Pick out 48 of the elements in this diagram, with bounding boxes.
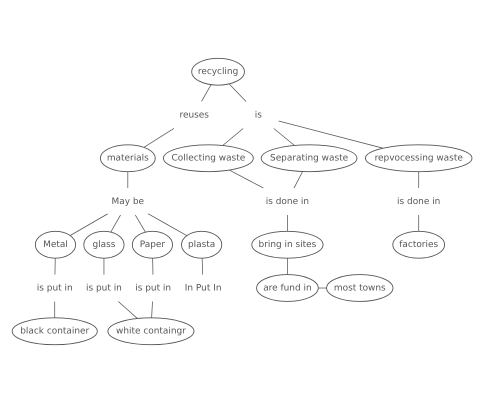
node-ellipse: recycling [190,58,244,86]
connector [228,170,264,188]
node-ellipse: Separating waste [260,144,357,172]
node-text: In Put In [184,283,221,294]
connector [54,258,56,275]
node-ellipse: materials [99,144,156,172]
connector [293,171,302,188]
node-text: is put in [86,283,122,294]
connector [150,301,152,318]
connector [286,258,288,275]
node-ellipse: white containgr [106,317,194,346]
connector [286,214,288,232]
node-ellipse: bring in sites [250,230,324,259]
connector [278,120,383,149]
node-text: reuses [178,110,208,120]
connector [69,214,108,236]
connector [418,214,419,232]
connector [272,128,294,146]
connector [418,171,419,188]
connector [54,301,55,318]
connector [103,258,104,275]
node-ellipse: glass [82,230,124,259]
node-ellipse: Paper [131,230,173,259]
node-ellipse: are fund in [256,274,318,302]
node-text: is done in [396,196,440,207]
node-text: is put in [134,283,171,294]
connector [222,128,243,146]
node-ellipse: repvocessing waste [364,144,472,172]
connector [228,84,246,102]
connector [147,213,187,236]
node-ellipse: Metal [34,230,76,259]
connector [110,214,120,232]
node-text: May be [111,196,144,207]
connector [201,258,203,275]
node-ellipse: black container [11,317,98,346]
connector [126,171,128,188]
node-text: is put in [36,283,72,294]
connector [143,128,174,148]
node-ellipse: factories [392,230,445,259]
connector [134,214,146,232]
node-text: is [254,110,262,120]
connector [200,84,211,102]
node-ellipse: Collecting waste [162,144,254,172]
connector [117,301,138,319]
node-ellipse: most towns [326,274,393,302]
node-ellipse: plasta [180,230,222,259]
node-text: is done in [265,196,309,207]
connector [152,258,153,275]
